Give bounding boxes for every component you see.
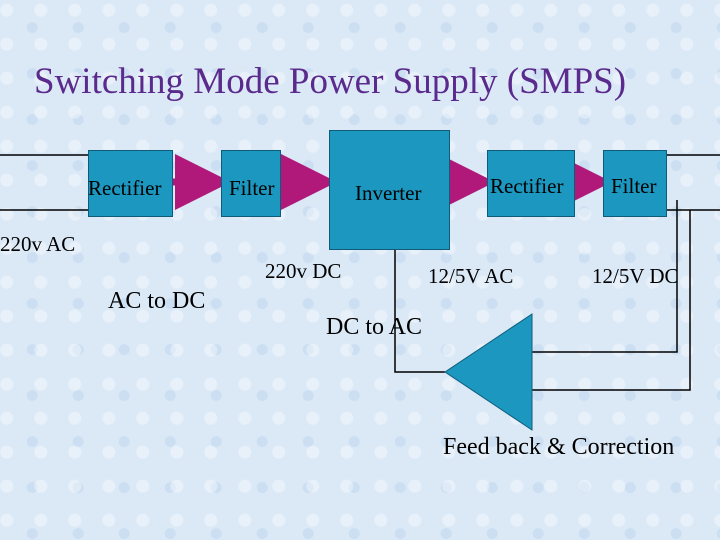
ac-output-label: 12/5V AC (428, 264, 514, 288)
feedback-wire-return (394, 248, 445, 373)
dc-to-ac-label: DC to AC (326, 314, 423, 340)
inverter-label: Inverter (355, 181, 422, 205)
page-title: Switching Mode Power Supply (SMPS) (34, 61, 627, 102)
rectifier-block-1 (88, 150, 173, 217)
rectifier-label-1: Rectifier (88, 176, 162, 200)
feedback-wire-top (532, 200, 678, 353)
filter-block-1 (221, 150, 281, 217)
feedback-label: Feed back & Correction (443, 434, 675, 460)
dc-bus-label: 220v DC (265, 259, 342, 283)
dc-output-label: 12/5V DC (592, 264, 679, 288)
filter-label-2: Filter (611, 174, 657, 198)
filter-label-1: Filter (229, 176, 275, 200)
rectifier-block-2 (487, 150, 575, 217)
filter-block-2 (603, 150, 667, 217)
feedback-amplifier (444, 313, 533, 431)
ac-to-dc-label: AC to DC (108, 288, 206, 314)
input-voltage-label: 220v AC (0, 232, 76, 256)
rectifier-label-2: Rectifier (490, 174, 564, 198)
inverter-block (329, 130, 450, 250)
feedback-wire-bottom (532, 210, 691, 391)
